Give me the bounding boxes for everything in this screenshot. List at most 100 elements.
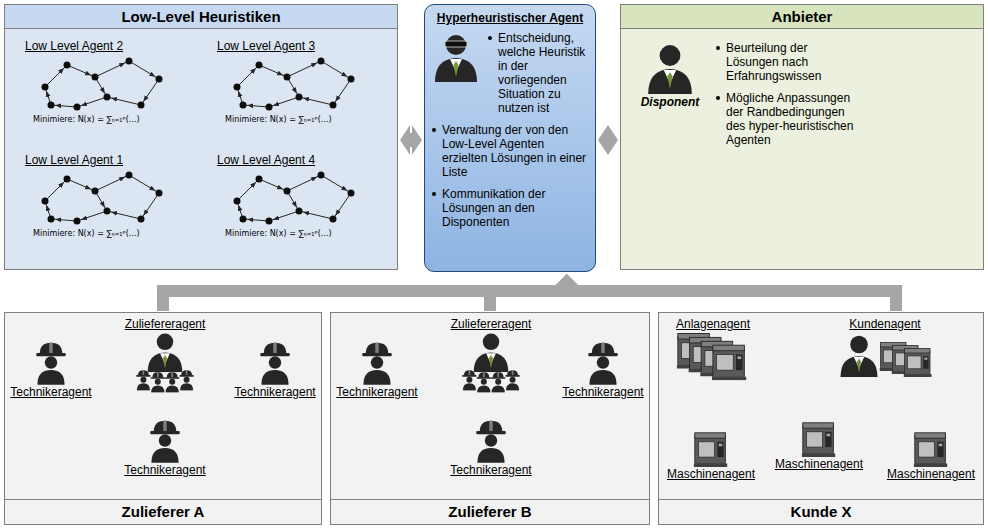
fat-connector-line <box>163 288 567 311</box>
agent-title: Low Level Agent 2 <box>25 39 205 53</box>
customer-icon <box>835 331 935 377</box>
bullet-text: Mögliche Anpassungen der Randbedingungen… <box>715 91 863 147</box>
dispatcher-icon <box>644 41 696 95</box>
agent-node: Anlagenagent <box>665 317 761 381</box>
route-graph <box>37 55 167 113</box>
technician-icon <box>586 339 620 385</box>
party-panel: Kunde X Anlagenagent KundenagentMaschinena… <box>658 312 984 525</box>
fat-arrow-head <box>552 274 582 289</box>
agent-label: Maschinenagent <box>769 457 869 471</box>
dispatcher-icon <box>648 45 692 94</box>
heuristics-panel: Low-Level HeuristikenLow Level Agent 2 Mi… <box>4 4 398 270</box>
agent-label: Zuliefereragent <box>441 317 541 331</box>
fat-connector <box>552 274 896 311</box>
agent-node: Maschinenagent <box>769 421 869 471</box>
technician-icon <box>474 417 508 463</box>
agent-node: Technikeragent <box>119 417 211 477</box>
hyperheuristic-box: Hyperheuristischer AgentEntscheidung, we… <box>424 4 596 272</box>
plant-icon <box>677 334 746 381</box>
agent-node: Technikeragent <box>557 339 649 399</box>
technician-icon <box>476 421 505 463</box>
technician-icon <box>36 343 65 385</box>
technician-icon <box>150 421 179 463</box>
provider-panel: AnbieterDisponentBeurteilung der Lösunge… <box>620 4 984 270</box>
bullet-text: Beurteilung der Lösungen nach Erfahrungs… <box>715 41 863 83</box>
machine-icon <box>913 431 949 467</box>
agent-title: Low Level Agent 3 <box>217 39 397 53</box>
dispatcher-label: Disponent <box>633 95 707 109</box>
machine-icon <box>914 433 947 467</box>
party-panel: Zulieferer A ZuliefereragentTechnikeragen… <box>4 312 322 525</box>
technician-icon <box>260 343 289 385</box>
technician-icon <box>34 339 68 385</box>
agent-icon <box>435 35 477 82</box>
objective-formula: Minimiere: N(x) = ∑ₙ₌₁ᵖ(...) <box>33 229 205 238</box>
agent-label: Zuliefereragent <box>115 317 215 331</box>
machine-icon <box>802 423 835 457</box>
technician-icon <box>362 343 391 385</box>
panel-title: Kunde X <box>659 499 983 524</box>
technician-icon <box>588 343 617 385</box>
agent-node: Maschinenagent <box>661 431 761 481</box>
machine-icon <box>694 433 727 467</box>
agent-node: Technikeragent <box>445 417 537 477</box>
route-graph <box>229 169 359 227</box>
panel-title: Zulieferer A <box>5 499 321 524</box>
agent-title: Low Level Agent 4 <box>217 153 397 167</box>
agent-label: Anlagenagent <box>665 317 761 331</box>
fat-arrow-head <box>552 274 582 289</box>
icon-float: Disponent <box>633 41 707 109</box>
objective-formula: Minimiere: N(x) = ∑ₙ₌₁ᵖ(...) <box>225 229 397 238</box>
agent-label: Technikeragent <box>557 385 649 399</box>
machine-icon <box>801 421 837 457</box>
party-panel: Zulieferer B ZuliefereragentTechnikeragen… <box>330 312 650 525</box>
technician-icon <box>360 339 394 385</box>
plant-icon <box>676 331 750 381</box>
agent-node: Kundenagent <box>829 317 941 377</box>
agent-node: Technikeragent <box>331 339 423 399</box>
route-graph <box>234 58 355 111</box>
agent-label: Technikeragent <box>445 463 537 477</box>
agent-label: Maschinenagent <box>661 467 761 481</box>
agent-node: Maschinenagent <box>881 431 981 481</box>
agent-node: Technikeragent <box>5 339 97 399</box>
supplier-agent-icon <box>136 334 193 393</box>
panel-body: Disponent Beurteilung der Lösungen nach E… <box>621 29 983 147</box>
box-title: Hyperheuristischer Agent <box>431 11 589 25</box>
customer-icon <box>841 336 932 377</box>
panel-title: Zulieferer B <box>331 499 649 524</box>
fat-connector-line <box>567 288 896 311</box>
bullet-text: Entscheidung, welche Heuristik in der vo… <box>487 31 589 115</box>
icon-float <box>431 31 481 83</box>
box-body: Entscheidung, welche Heuristik in der vo… <box>431 31 589 229</box>
objective-formula: Minimiere: N(x) = ∑ₙ₌₁ᵖ(...) <box>33 115 205 124</box>
route-graph <box>42 58 163 111</box>
agent-label: Maschinenagent <box>881 467 981 481</box>
bullet-text: Verwaltung der von den Low-Level Agenten… <box>431 123 589 179</box>
agent-node: Zuliefereragent <box>441 317 541 393</box>
fat-arrow <box>598 125 618 155</box>
agent-label: Technikeragent <box>229 385 321 399</box>
machine-icon <box>693 431 729 467</box>
agent-label: Technikeragent <box>5 385 97 399</box>
route-graph <box>229 55 359 113</box>
agent-panel: Low Level Agent 4 Minimiere: N(x) = ∑ₙ₌₁ᵖ… <box>217 153 397 238</box>
fat-arrow <box>400 125 422 155</box>
route-graph <box>37 169 167 227</box>
agent-title: Low Level Agent 1 <box>25 153 205 167</box>
supplier-agent-icon <box>462 334 519 393</box>
supplier-agent-icon <box>129 331 201 393</box>
agent-label: Kundenagent <box>829 317 941 331</box>
agent-node: Zuliefereragent <box>115 317 215 393</box>
route-graph <box>42 172 163 225</box>
fat-arrow-head <box>552 274 582 289</box>
agent-node: Technikeragent <box>229 339 321 399</box>
fat-connector-line <box>490 288 567 311</box>
panel-header: Low-Level Heuristiken <box>5 5 397 29</box>
agent-panel: Low Level Agent 3Minimiere: N(x) = ∑ₙ₌₁ᵖ… <box>217 39 397 124</box>
agent-panel: Low Level Agent 1 Minimiere: N(x) = ∑ₙ₌₁ᵖ… <box>25 153 205 238</box>
agent-panel: Low Level Agent 2 Minimiere: N(x) = ∑ₙ₌₁ᵖ… <box>25 39 205 124</box>
bullet-text: Kommunikation der Lösungen an den Dispon… <box>431 187 589 229</box>
agent-icon <box>431 31 481 83</box>
